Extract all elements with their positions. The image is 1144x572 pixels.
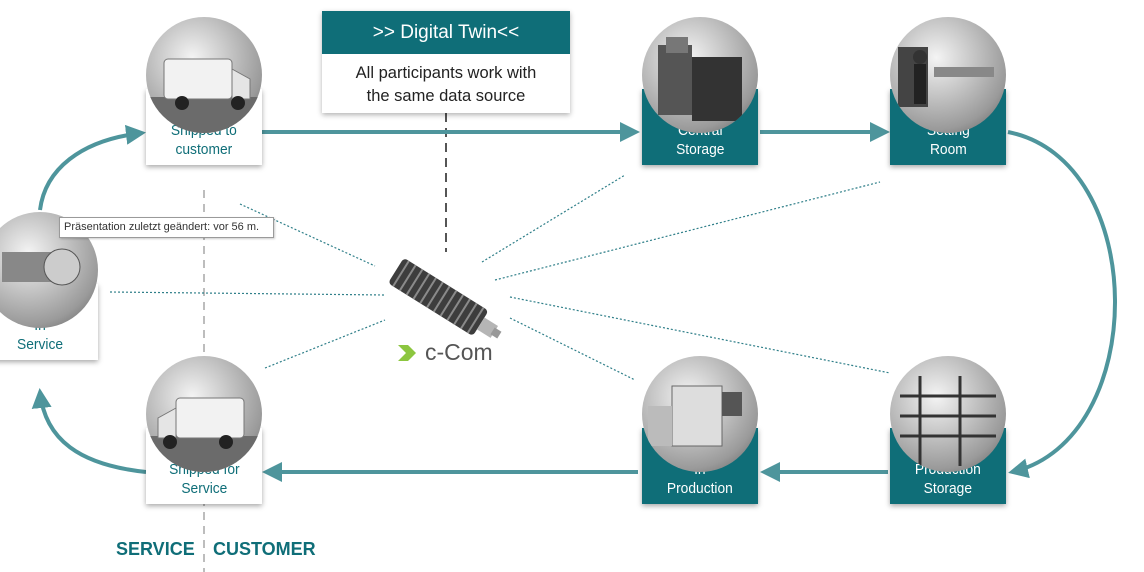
grinding-photo	[0, 212, 98, 328]
logo-text: c-Com	[425, 339, 493, 365]
shelving-photo	[890, 356, 1006, 472]
digital-twin-box: >> Digital Twin<< All participants work …	[322, 11, 570, 113]
customer-label: CUSTOMER	[213, 539, 316, 559]
digital-twin-line-2: the same data source	[366, 87, 526, 105]
c-com-logo: c-Com	[398, 339, 493, 366]
van-photo	[146, 356, 262, 472]
c-com-logo-icon	[398, 344, 416, 361]
digital-twin-description: All participants work with the same data…	[322, 54, 570, 108]
van-photo	[146, 17, 262, 133]
storage-cabinet-photo	[642, 17, 758, 133]
arrow-to-shipped-to-customer	[38, 124, 146, 211]
setting-room-photo	[890, 17, 1006, 133]
flow-arrows	[31, 122, 1117, 482]
service-label: SERVICE	[116, 539, 195, 559]
digital-twin-title: >> Digital Twin<<	[322, 11, 570, 54]
milling-tool-image	[389, 259, 502, 339]
data-links	[109, 174, 891, 381]
arrow-to-production-storage	[1007, 130, 1117, 479]
digital-twin-line-1: All participants work with	[355, 64, 537, 82]
machine-photo	[642, 356, 758, 472]
arrow-to-in-service	[31, 388, 147, 474]
tooltip: Präsentation zuletzt geändert: vor 56 m.	[59, 217, 274, 238]
